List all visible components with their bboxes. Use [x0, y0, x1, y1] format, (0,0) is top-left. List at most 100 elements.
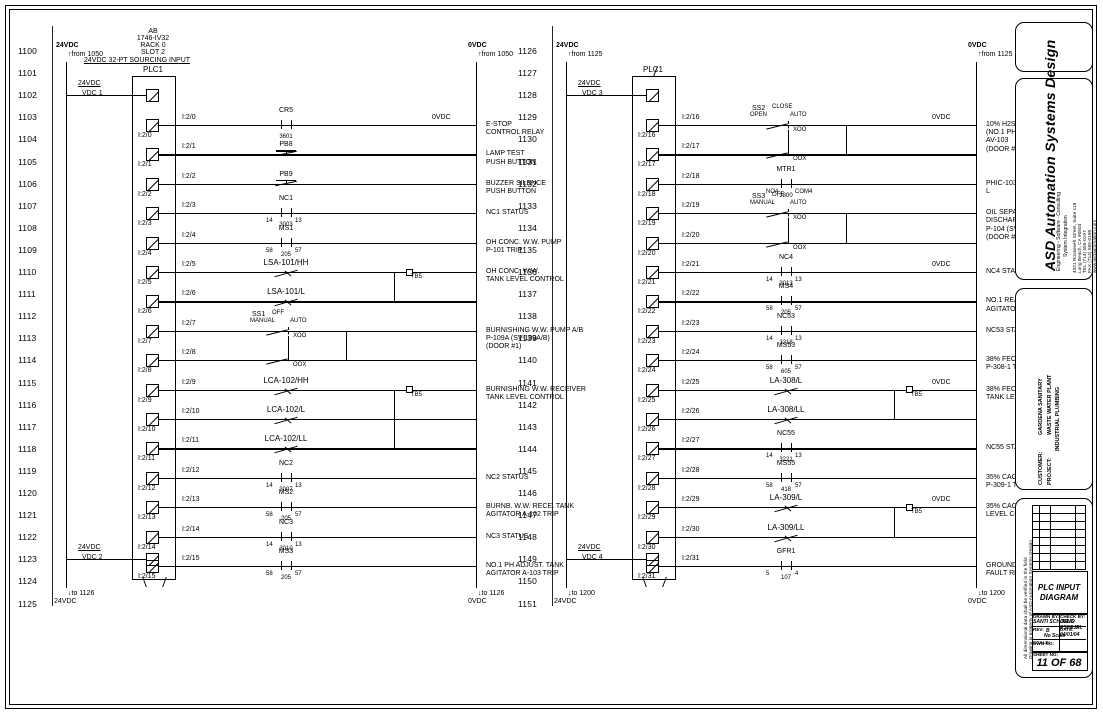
branch-dashed	[659, 536, 854, 538]
rung-description: OH CONC. W.W. PUMP	[486, 238, 562, 246]
rung-address: I:2/19	[682, 202, 700, 210]
input-terminal[interactable]	[146, 177, 159, 191]
rung-address: I:2/18	[682, 172, 700, 180]
rev-label: REV:	[1033, 627, 1044, 632]
input-terminal[interactable]	[146, 471, 159, 485]
input-terminal[interactable]	[646, 471, 659, 485]
input-terminal[interactable]	[146, 560, 159, 573]
level-switch-tag: LA-308/LL	[767, 405, 805, 414]
contact-terminal-right: 13	[795, 335, 802, 342]
input-terminal[interactable]	[146, 295, 159, 309]
input-terminal[interactable]	[146, 119, 159, 132]
line-number: 1112	[18, 311, 37, 322]
rung-address: I:2/1	[182, 143, 196, 151]
checked-by-value: JULIO ESPEJEL	[1060, 619, 1083, 631]
contact-terminal-left: 14	[266, 218, 273, 225]
input-terminal[interactable]	[646, 354, 659, 368]
contact-terminal-right: 57	[295, 512, 302, 519]
selector-tag: SS3	[752, 193, 766, 201]
contact-symbol[interactable]	[281, 561, 292, 570]
input-terminal[interactable]	[146, 207, 159, 221]
input-terminal[interactable]	[146, 324, 159, 338]
terminal-block[interactable]	[406, 386, 413, 394]
rung-wire	[159, 330, 476, 333]
input-terminal[interactable]	[646, 236, 659, 250]
input-terminal[interactable]	[146, 383, 159, 397]
tb-branch-vertical	[394, 272, 396, 302]
input-terminal[interactable]	[646, 207, 659, 221]
rung-address: I:2/31	[682, 555, 700, 562]
input-terminal[interactable]	[146, 148, 159, 162]
contact-device-tag: NC1	[278, 195, 294, 203]
input-terminal[interactable]	[146, 501, 159, 515]
input-terminal[interactable]	[646, 383, 659, 397]
line-number: 1136	[518, 267, 538, 277]
contact-symbol[interactable]	[781, 472, 792, 482]
rung-address: I:2/26	[682, 408, 700, 415]
input-terminal-label: I:2/14	[138, 543, 156, 551]
plc-input-module[interactable]	[632, 76, 676, 580]
rung-description: CONTROL RELAY	[486, 129, 545, 137]
input-terminal[interactable]	[646, 560, 659, 573]
input-terminal[interactable]	[646, 324, 659, 338]
plc-input-module[interactable]	[132, 76, 176, 580]
rung-wire	[159, 477, 476, 480]
rung-description: BURNB. W.W. RECE. TANK	[486, 503, 575, 511]
contact-symbol[interactable]	[781, 178, 792, 188]
selector-bridge	[288, 338, 290, 361]
contact-wire-number: 205	[280, 575, 292, 581]
level-switch-tag: LA-309/LL	[767, 522, 805, 532]
input-terminal[interactable]	[146, 354, 159, 368]
terminal-block[interactable]	[906, 386, 913, 394]
input-terminal[interactable]	[146, 266, 159, 279]
power-terminal-top[interactable]	[146, 89, 159, 102]
rev-value: B	[1046, 628, 1050, 634]
contact-symbol[interactable]	[781, 443, 792, 453]
contact-bar-right	[790, 443, 792, 453]
input-terminal[interactable]	[646, 266, 659, 279]
contact-terminal-left: 5	[766, 571, 770, 577]
power-terminal-top[interactable]	[646, 89, 659, 102]
selector-position-mid: OFF	[772, 192, 784, 199]
input-terminal[interactable]	[146, 442, 159, 456]
contact-symbol[interactable]	[781, 561, 792, 570]
contact-symbol[interactable]	[281, 502, 292, 512]
contact-symbol[interactable]	[281, 531, 292, 541]
contact-symbol[interactable]	[781, 355, 792, 365]
input-terminal[interactable]	[646, 148, 659, 162]
supply-rail-24vdc	[66, 62, 68, 588]
input-terminal[interactable]	[646, 501, 659, 515]
tb-branch-vertical	[394, 389, 396, 449]
input-terminal[interactable]	[146, 236, 159, 250]
contact-symbol[interactable]	[281, 208, 292, 218]
terminal-block[interactable]	[906, 503, 913, 511]
input-terminal[interactable]	[646, 119, 659, 132]
input-terminal[interactable]	[146, 530, 159, 544]
rung-wire	[659, 360, 976, 362]
contact-symbol[interactable]	[781, 267, 792, 276]
contact-terminal-right: 4	[795, 571, 799, 577]
contact-symbol[interactable]	[781, 296, 792, 306]
rung-address: I:2/11	[182, 437, 199, 445]
rung-description: E-STOP	[486, 121, 512, 128]
contact-symbol[interactable]	[781, 325, 792, 335]
selector-contact-code: XOO	[293, 332, 307, 339]
power-top-wire	[566, 95, 646, 97]
rung-wire	[159, 360, 476, 362]
line-number: 1135	[518, 244, 538, 255]
terminal-block[interactable]	[406, 268, 413, 276]
contact-symbol[interactable]	[281, 120, 292, 129]
input-terminal[interactable]	[646, 295, 659, 309]
contact-symbol[interactable]	[281, 472, 292, 482]
selector-tag: SS1	[252, 310, 266, 318]
input-terminal[interactable]	[646, 442, 659, 456]
line-number: 1124	[18, 576, 38, 587]
contact-symbol[interactable]	[281, 237, 292, 247]
input-terminal[interactable]	[646, 177, 659, 191]
input-terminal[interactable]	[646, 413, 659, 426]
selector-common-return	[846, 125, 848, 155]
rung-description: L	[986, 188, 990, 195]
input-terminal[interactable]	[146, 413, 159, 426]
input-terminal[interactable]	[646, 530, 659, 544]
